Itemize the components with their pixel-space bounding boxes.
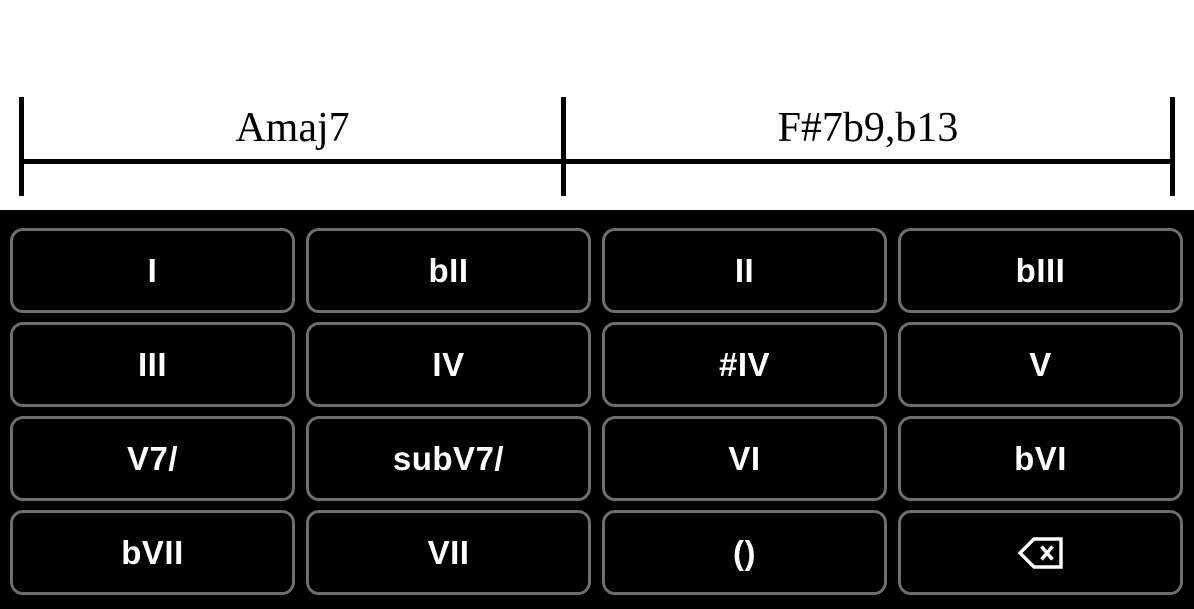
backspace-icon bbox=[1017, 536, 1064, 570]
key-label: bII bbox=[428, 252, 469, 289]
key-label: subV7/ bbox=[392, 440, 505, 477]
barline-right bbox=[1170, 97, 1175, 196]
keypad-row-4: bVII VII () bbox=[10, 510, 1183, 595]
chord-chart: Amaj7 F#7b9,b13 bbox=[0, 0, 1194, 210]
key-label: III bbox=[137, 346, 167, 383]
keypad-row-2: III IV #IV V bbox=[10, 322, 1183, 407]
key-label: () bbox=[733, 534, 756, 571]
roman-numeral-keypad: I bII II bIII III IV #IV V bbox=[0, 210, 1194, 609]
key-label: VII bbox=[427, 534, 470, 571]
key-label: II bbox=[734, 252, 755, 289]
key-vii[interactable]: VII bbox=[306, 510, 591, 595]
key-label: V bbox=[1029, 346, 1052, 383]
chord-symbol-1: Amaj7 bbox=[235, 105, 350, 151]
barline-left bbox=[19, 97, 24, 196]
staff-rule bbox=[19, 159, 1175, 164]
keypad-row-1: I bII II bIII bbox=[10, 228, 1183, 313]
key-label: bVI bbox=[1014, 440, 1067, 477]
keypad-row-3: V7/ subV7/ VI bVI bbox=[10, 416, 1183, 501]
key-iii[interactable]: III bbox=[10, 322, 295, 407]
chord-symbol-2: F#7b9,b13 bbox=[777, 105, 959, 151]
key-bvi[interactable]: bVI bbox=[898, 416, 1183, 501]
measure-1[interactable]: Amaj7 bbox=[24, 97, 561, 159]
key-label: #IV bbox=[718, 346, 771, 383]
key-vi[interactable]: VI bbox=[602, 416, 887, 501]
key-bvii[interactable]: bVII bbox=[10, 510, 295, 595]
measure-2[interactable]: F#7b9,b13 bbox=[566, 97, 1170, 159]
key-subv7-slash[interactable]: subV7/ bbox=[306, 416, 591, 501]
key-label: VI bbox=[728, 440, 761, 477]
key-label: V7/ bbox=[126, 440, 179, 477]
key-sharp-iv[interactable]: #IV bbox=[602, 322, 887, 407]
key-label: bIII bbox=[1015, 252, 1066, 289]
key-backspace[interactable] bbox=[898, 510, 1183, 595]
key-ii[interactable]: II bbox=[602, 228, 887, 313]
key-v[interactable]: V bbox=[898, 322, 1183, 407]
key-i[interactable]: I bbox=[10, 228, 295, 313]
key-label: bVII bbox=[121, 534, 184, 571]
key-bii[interactable]: bII bbox=[306, 228, 591, 313]
key-v7-slash[interactable]: V7/ bbox=[10, 416, 295, 501]
key-biii[interactable]: bIII bbox=[898, 228, 1183, 313]
key-parentheses[interactable]: () bbox=[602, 510, 887, 595]
key-iv[interactable]: IV bbox=[306, 322, 591, 407]
key-label: I bbox=[147, 252, 158, 289]
barline-middle bbox=[561, 97, 566, 196]
key-label: IV bbox=[432, 346, 465, 383]
